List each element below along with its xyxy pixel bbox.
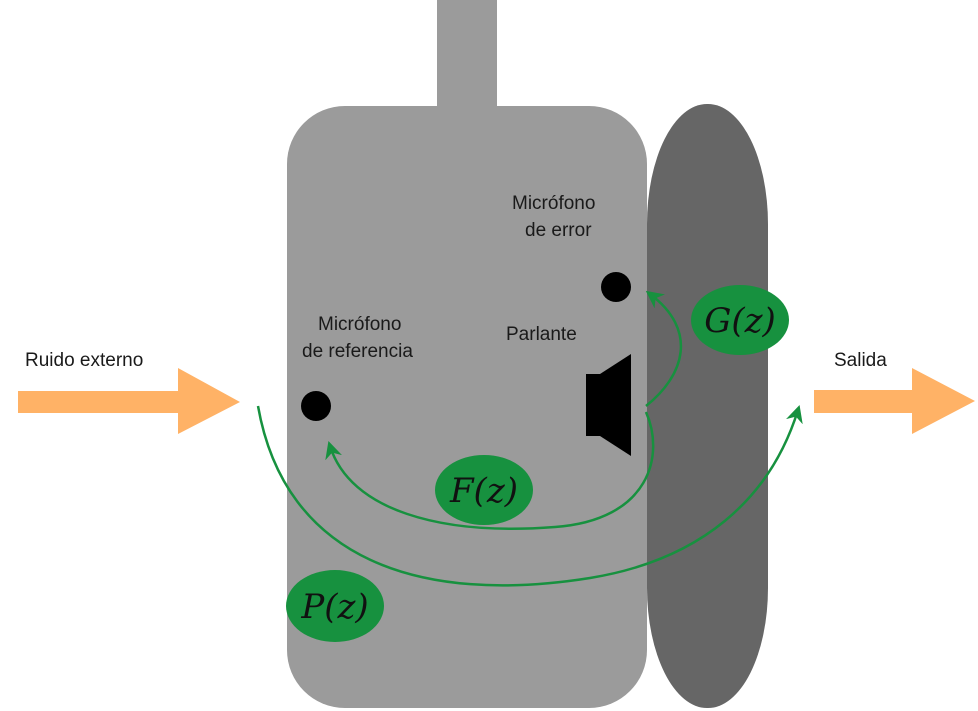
output-label: Salida (834, 350, 887, 371)
speaker-label: Parlante (506, 324, 577, 345)
error-mic-label-line2: de error (525, 220, 592, 241)
transfer-function-g: G(z) (691, 285, 789, 355)
speaker-icon (586, 354, 631, 456)
error-microphone-icon (601, 272, 631, 302)
reference-mic-label-line2: de referencia (302, 341, 413, 362)
transfer-function-f: F(z) (435, 455, 533, 525)
transfer-function-p-label: P(z) (300, 587, 368, 627)
transfer-function-g-label: G(z) (704, 301, 776, 341)
output-arrow (814, 368, 975, 434)
transfer-function-p: P(z) (286, 570, 384, 642)
ear-cushion (647, 104, 768, 708)
error-mic-label-line1: Micrófono (512, 193, 595, 214)
earcup-housing (287, 106, 647, 708)
reference-microphone-icon (301, 391, 331, 421)
reference-mic-label-line1: Micrófono (318, 314, 401, 335)
path-g-curve (645, 290, 683, 407)
path-p-curve (256, 404, 803, 587)
transfer-function-f-label: F(z) (449, 471, 518, 511)
headband-stem (437, 0, 497, 112)
path-f-curve (325, 411, 655, 530)
external-noise-arrow (18, 368, 240, 434)
external-noise-label: Ruido externo (25, 350, 143, 371)
